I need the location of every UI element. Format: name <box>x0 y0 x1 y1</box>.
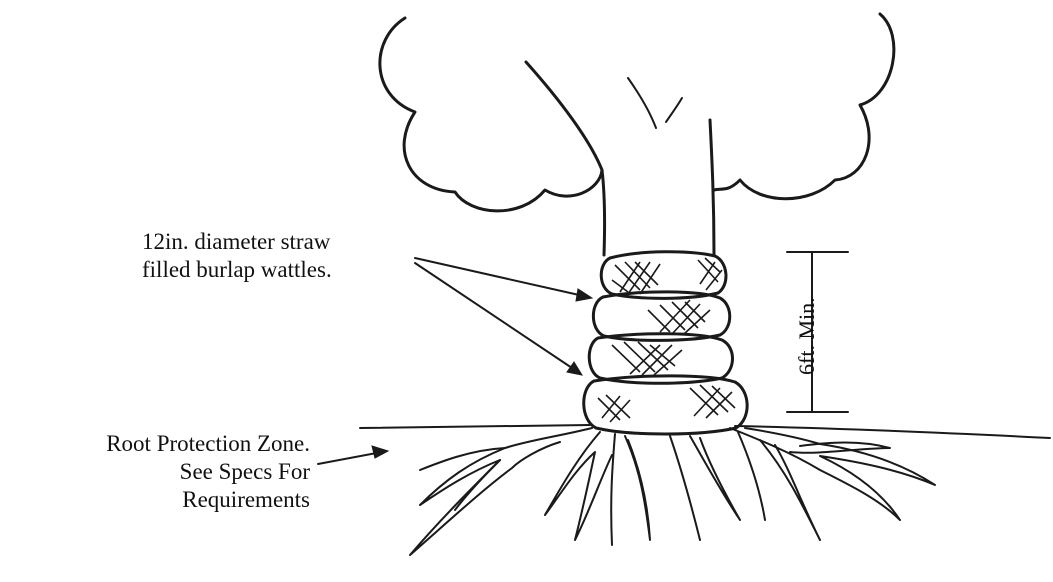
root-zone-label: Root Protection Zone. See Specs For Requ… <box>10 430 310 514</box>
wattle-stack <box>584 252 747 434</box>
tree-trunk-left <box>526 62 605 255</box>
height-label: 6ft. Min. <box>793 297 821 375</box>
wattle-label-line-2: filled burlap wattles. <box>142 256 332 284</box>
root-zone-label-line-3: Requirements <box>10 486 310 514</box>
root-system <box>410 428 935 555</box>
wattle-label-line-1: 12in. diameter straw <box>142 228 332 256</box>
wattle-leader-arrows <box>415 258 592 375</box>
tree-canopy-right <box>714 14 894 199</box>
tree-trunk-right <box>710 120 714 255</box>
trunk-branch-mark <box>628 78 682 128</box>
root-zone-leader-arrow <box>318 446 388 464</box>
root-zone-label-line-1: Root Protection Zone. <box>10 430 310 458</box>
root-zone-label-line-2: See Specs For <box>10 458 310 486</box>
wattle-label: 12in. diameter straw filled burlap wattl… <box>142 228 332 284</box>
